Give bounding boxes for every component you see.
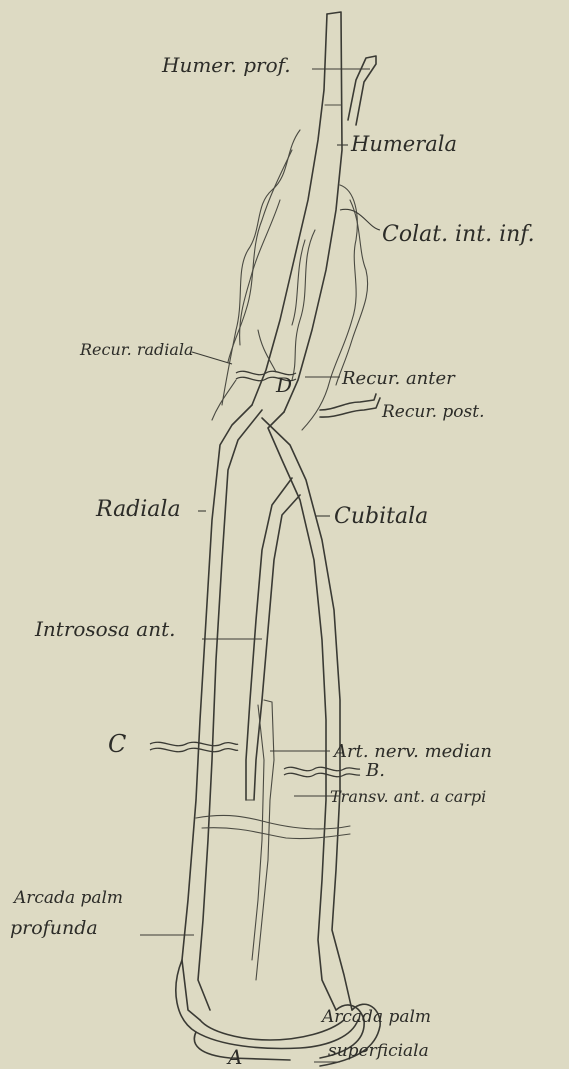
ligature-b xyxy=(284,767,360,776)
label-arcada-palm-superficiala-1: Arcada palm xyxy=(320,1007,431,1027)
radial-artery xyxy=(182,405,262,1020)
label-recur-post: Recur. post. xyxy=(381,402,484,422)
label-art-nerv-median: Art. nerv. median xyxy=(332,741,492,762)
label-colat-int-inf: Colat. int. inf. xyxy=(382,222,535,247)
transverse-carpal-branch xyxy=(196,815,350,838)
deep-palmar-arch xyxy=(176,960,358,1048)
label-transv-ant-carp: Transv. ant. a carpi xyxy=(330,787,486,806)
label-arcada-palm-profunda-1: Arcada palm xyxy=(12,888,123,908)
humer-prof-branch xyxy=(348,56,376,125)
marker-b: B. xyxy=(365,760,385,781)
label-intrososa-ant: Intrososa ant. xyxy=(34,617,175,641)
label-cubitala: Cubitala xyxy=(334,504,428,529)
recur-post-branch xyxy=(320,394,380,417)
marker-d: D xyxy=(275,373,292,397)
label-radiala: Radiala xyxy=(95,497,181,522)
label-arcada-palm-superficiala-2: superficiala xyxy=(328,1041,429,1061)
label-arcada-palm-profunda-2: profunda xyxy=(10,917,98,939)
marker-a: A xyxy=(226,1045,242,1069)
label-recur-anter: Recur. anter xyxy=(341,368,456,389)
marker-c: C xyxy=(108,730,126,758)
label-recur-radiala: Recur. radiala xyxy=(79,340,194,359)
label-humerala: Humerala xyxy=(350,132,457,156)
ulnar-artery xyxy=(262,412,352,1010)
label-humer-prof: Humer. prof. xyxy=(161,53,291,77)
median-nerve-artery xyxy=(252,700,274,980)
ligature-c xyxy=(150,742,238,751)
